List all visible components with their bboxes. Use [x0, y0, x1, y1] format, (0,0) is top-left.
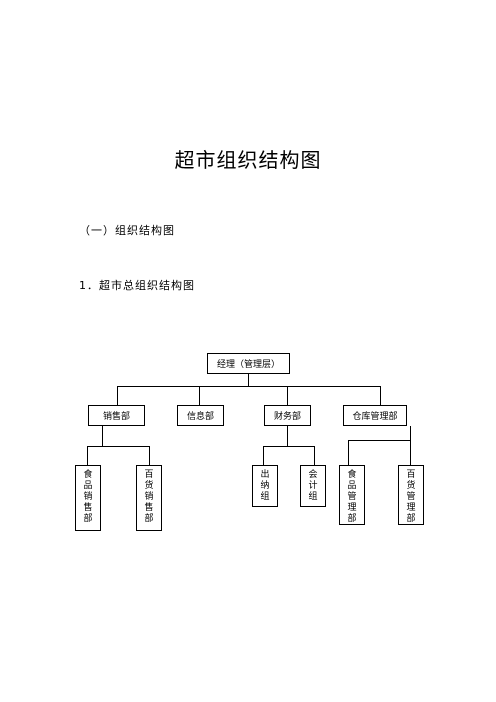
- connector-root-down: [248, 373, 249, 387]
- org-box-cashier: 出纳组: [252, 465, 278, 507]
- connector-sales-down: [102, 426, 103, 446]
- connector-food-sales-up: [87, 446, 88, 465]
- connector-warehouse-up: [380, 386, 381, 405]
- section-heading: （一）组织结构图: [79, 224, 175, 237]
- org-box-finance-dept: 财务部: [264, 405, 311, 426]
- connector-finance-up: [287, 386, 288, 405]
- connector-goods-sales-up: [149, 446, 150, 465]
- connector-warehouse-down: [410, 426, 411, 440]
- connector-info-up: [199, 386, 200, 405]
- org-box-goods-sales: 百货销售部: [136, 465, 162, 531]
- org-box-food-sales: 食品销售部: [75, 465, 101, 531]
- connector-finance-bus: [263, 446, 315, 447]
- connector-sales-bus: [87, 446, 150, 447]
- connector-finance-down: [287, 426, 288, 446]
- document-title: 超市组织结构图: [174, 148, 322, 172]
- connector-sales-up: [117, 386, 118, 405]
- org-box-warehouse-dept: 仓库管理部: [343, 405, 407, 426]
- org-box-food-mgmt: 食品管理部: [339, 465, 365, 525]
- connector-food-mgmt-up: [348, 440, 349, 465]
- org-box-food-mgmt-label: 食品管理部: [347, 470, 357, 524]
- org-box-cashier-label: 出纳组: [260, 470, 270, 502]
- org-box-goods-sales-label: 百货销售部: [144, 470, 154, 524]
- connector-warehouse-bus: [348, 440, 411, 441]
- subsection-heading: 1．超市总组织结构图: [79, 279, 195, 292]
- org-box-accounting: 会计组: [300, 465, 326, 507]
- org-box-food-sales-label: 食品销售部: [83, 470, 93, 524]
- org-box-goods-mgmt: 百货管理部: [398, 465, 424, 525]
- org-box-accounting-label: 会计组: [308, 470, 318, 502]
- connector-accounting-up: [314, 446, 315, 465]
- org-box-goods-mgmt-label: 百货管理部: [406, 470, 416, 524]
- org-box-sales-dept: 销售部: [88, 405, 145, 426]
- connector-cashier-up: [263, 446, 264, 465]
- org-box-info-dept: 信息部: [177, 405, 224, 426]
- org-box-manager: 经理（管理层）: [207, 353, 290, 374]
- connector-goods-mgmt-up: [410, 440, 411, 465]
- connector-top-bus: [117, 386, 381, 387]
